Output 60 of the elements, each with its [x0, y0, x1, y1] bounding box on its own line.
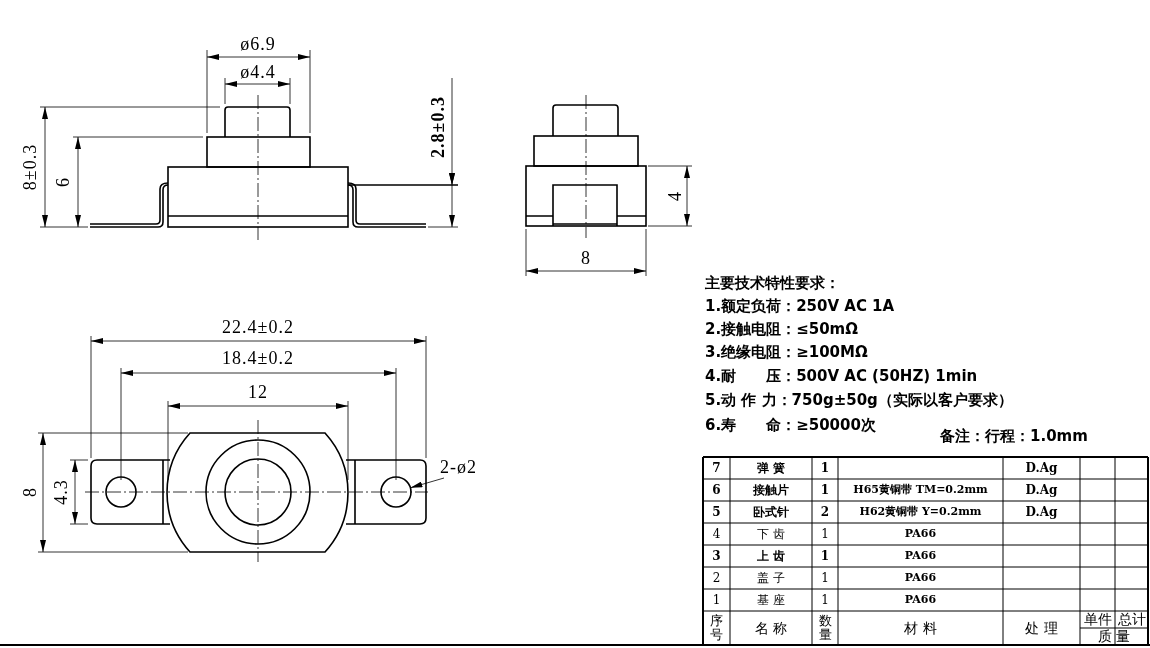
spec-line: 3.绝缘电阻：≥100MΩ: [705, 345, 868, 360]
part-name: 弹 簧: [755, 459, 787, 477]
part-name: 卧式针: [752, 503, 790, 521]
column-header: 名 称: [753, 618, 789, 638]
part-name: 接触片: [752, 481, 790, 499]
dimension-text: 18.4±0.2: [222, 349, 294, 367]
column-header: 单件: [1082, 612, 1113, 627]
material: PA66: [903, 592, 938, 609]
spec-line: 4.耐 压：500V AC (50HZ) 1min: [705, 369, 978, 384]
material: H62黄铜带 Y=0.2mm: [858, 504, 983, 521]
dimension-text: 4.3: [52, 479, 70, 505]
item-number: 6: [711, 481, 722, 499]
spec-line: 5.动 作 力：750g±50g（实际以客户要求）: [705, 393, 1013, 408]
dimension-text: 4: [666, 191, 684, 201]
callout-text: 2-ø2: [440, 458, 477, 476]
material: PA66: [903, 526, 938, 543]
spec-line: 6.寿 命：≥50000次: [705, 418, 876, 433]
spec-heading: 主要技术特性要求：: [705, 276, 840, 291]
dimension-text: 8±0.3: [21, 143, 39, 191]
material: PA66: [903, 548, 938, 565]
part-name: 基 座: [756, 591, 786, 609]
dimension-text: 12: [248, 383, 268, 401]
quantity: 2: [819, 503, 831, 521]
item-number: 4: [711, 525, 722, 543]
dimension-text: 6: [54, 177, 72, 187]
spec-line: 2.接触电阻：≤50mΩ: [705, 322, 858, 337]
spec-line: 1.额定负荷：250V AC 1A: [705, 299, 895, 314]
part-name: 盖 子: [756, 569, 786, 587]
part-name: 下 齿: [756, 525, 786, 543]
dimension-text: 8: [581, 249, 591, 267]
column-header: 材 料: [903, 618, 938, 638]
quantity: 1: [819, 459, 831, 477]
column-header: 总计: [1116, 612, 1147, 627]
column-header: 处 理: [1024, 618, 1059, 638]
column-header: 序号: [709, 612, 724, 644]
column-header: 数量: [817, 612, 833, 644]
finish: D.Ag: [1024, 481, 1059, 499]
quantity: 1: [820, 569, 830, 587]
column-header: 质 量: [1096, 629, 1132, 644]
item-number: 2: [711, 569, 722, 587]
item-number: 3: [711, 547, 722, 565]
item-number: 1: [711, 591, 722, 609]
dimension-text: ø4.4: [240, 63, 276, 81]
quantity: 1: [819, 547, 831, 565]
note-text: 备注：行程：1.0mm: [940, 429, 1088, 444]
quantity: 1: [820, 591, 830, 609]
material: PA66: [903, 570, 938, 587]
part-name: 上 齿: [755, 547, 787, 565]
mounting-hole: [380, 476, 412, 508]
item-number: 7: [711, 459, 722, 477]
dimension-text: 8: [21, 487, 39, 497]
item-number: 5: [711, 503, 722, 521]
quantity: 1: [819, 481, 831, 499]
quantity: 1: [820, 525, 830, 543]
dimension-text: ø6.9: [240, 35, 276, 53]
dimension-text: 2.8±0.3: [429, 96, 447, 158]
material: H65黄铜带 TM=0.2mm: [852, 482, 989, 499]
finish: D.Ag: [1024, 459, 1059, 477]
finish: D.Ag: [1024, 503, 1059, 521]
dimension-text: 22.4±0.2: [222, 318, 294, 336]
